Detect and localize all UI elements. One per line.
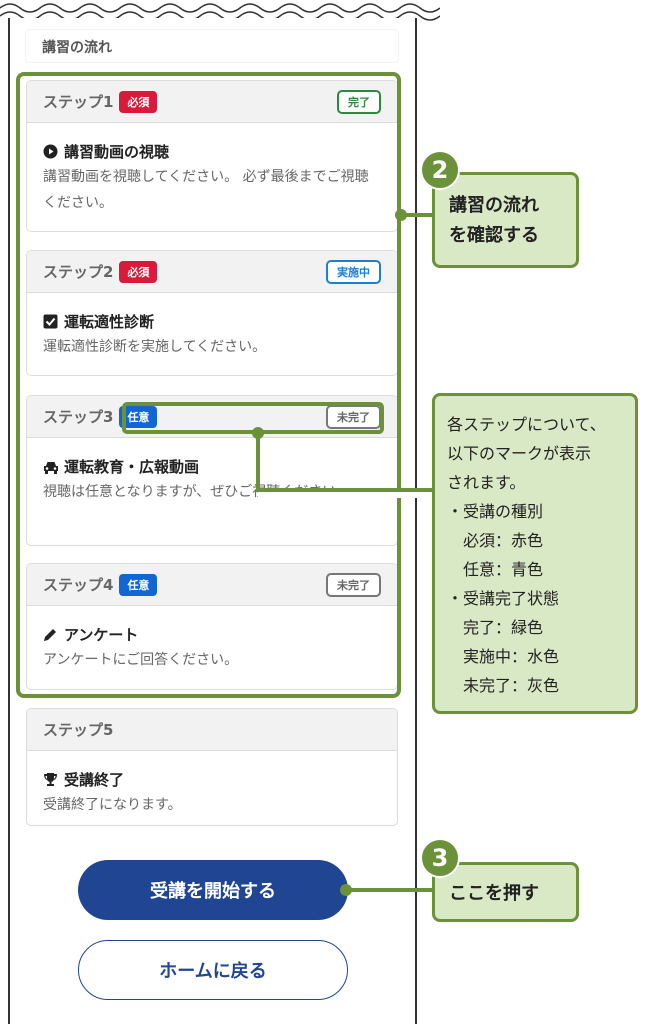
- legend-line: ・受講完了状態: [447, 589, 560, 608]
- start-course-button[interactable]: 受講を開始する: [78, 860, 348, 920]
- connector-line: [345, 888, 434, 892]
- step-description: 受講終了になります。: [43, 797, 182, 813]
- callout-mark-legend: 各ステップについて、以下のマークが表示されます。・受講の種別 必須：赤色 任意：…: [432, 393, 638, 714]
- step-number-badge: 3: [420, 838, 460, 878]
- step-card-1: ステップ1 必須 完了 講習動画の視聴 講習動画を視聴してください。 必ず最後までご…: [26, 80, 398, 232]
- connector-dot: [395, 209, 407, 221]
- status-badge-incomplete: 未完了: [326, 572, 381, 597]
- connector-line: [400, 213, 434, 217]
- status-badge-in-progress: 実施中: [326, 259, 381, 284]
- connector-line: [256, 488, 434, 492]
- callout-check-flow: 講習の流れ を確認する: [432, 172, 579, 268]
- section-title: 講習の流れ: [26, 30, 398, 62]
- step-card-5: ステップ5 受講終了 受講終了になります。: [26, 708, 398, 826]
- required-badge: 必須: [119, 90, 158, 113]
- step-label: ステップ5: [43, 721, 114, 739]
- legend-line: 以下のマークが表示: [447, 444, 592, 463]
- legend-line: 未完了：灰色: [447, 676, 560, 695]
- annotation-highlight-steps: [16, 72, 401, 698]
- step-label: ステップ1: [43, 93, 114, 111]
- legend-line: 必須：赤色: [447, 531, 544, 550]
- step-label: ステップ4: [43, 576, 114, 594]
- step-description: 講習動画を視聴してください。 必ず最後までご視聴ください。: [43, 169, 369, 211]
- callout-text: 講習の流れ: [449, 195, 539, 216]
- callout-text: を確認する: [449, 225, 539, 246]
- legend-line: 各ステップについて、: [447, 415, 606, 434]
- legend-line: されます。: [447, 473, 526, 492]
- required-badge: 必須: [119, 260, 158, 283]
- callout-press-here: ここを押す: [432, 862, 579, 922]
- play-circle-icon: [43, 144, 58, 159]
- step-title: 講習動画の視聴: [64, 143, 170, 161]
- step-number-badge: 2: [420, 150, 460, 190]
- status-badge-done: 完了: [337, 89, 381, 114]
- legend-line: ・受講の種別: [447, 502, 544, 521]
- optional-badge: 任意: [119, 405, 158, 428]
- legend-line: 任意：青色: [447, 560, 544, 579]
- connector-dot: [340, 884, 352, 896]
- connector-line: [256, 432, 260, 492]
- connector-mask: [258, 492, 418, 498]
- step-card-2: ステップ2 必須 実施中 運転適性診断 運転適性診断を実施してください。: [26, 250, 398, 376]
- step-description: 運転適性診断を実施してください。: [43, 339, 267, 355]
- step-title: 運転教育・広報動画: [64, 458, 200, 476]
- checkbox-icon: [43, 314, 58, 329]
- step-title: 運転適性診断: [64, 313, 155, 331]
- step-label: ステップ3: [43, 408, 114, 426]
- legend-line: 実施中：水色: [447, 647, 560, 666]
- step-title: アンケート: [64, 626, 139, 644]
- step-label: ステップ2: [43, 263, 114, 281]
- back-home-button[interactable]: ホームに戻る: [78, 940, 348, 1000]
- pencil-icon: [43, 627, 58, 642]
- car-icon: [43, 459, 58, 474]
- connector-dot: [252, 427, 264, 439]
- step-description: アンケートにご回答ください。: [43, 652, 239, 668]
- step-title: 受講終了: [64, 771, 125, 789]
- trophy-icon: [43, 772, 58, 787]
- optional-badge: 任意: [119, 573, 158, 596]
- legend-line: 完了：緑色: [447, 618, 544, 637]
- step-card-4: ステップ4 任意 未完了 アンケート アンケートにご回答ください。: [26, 563, 398, 690]
